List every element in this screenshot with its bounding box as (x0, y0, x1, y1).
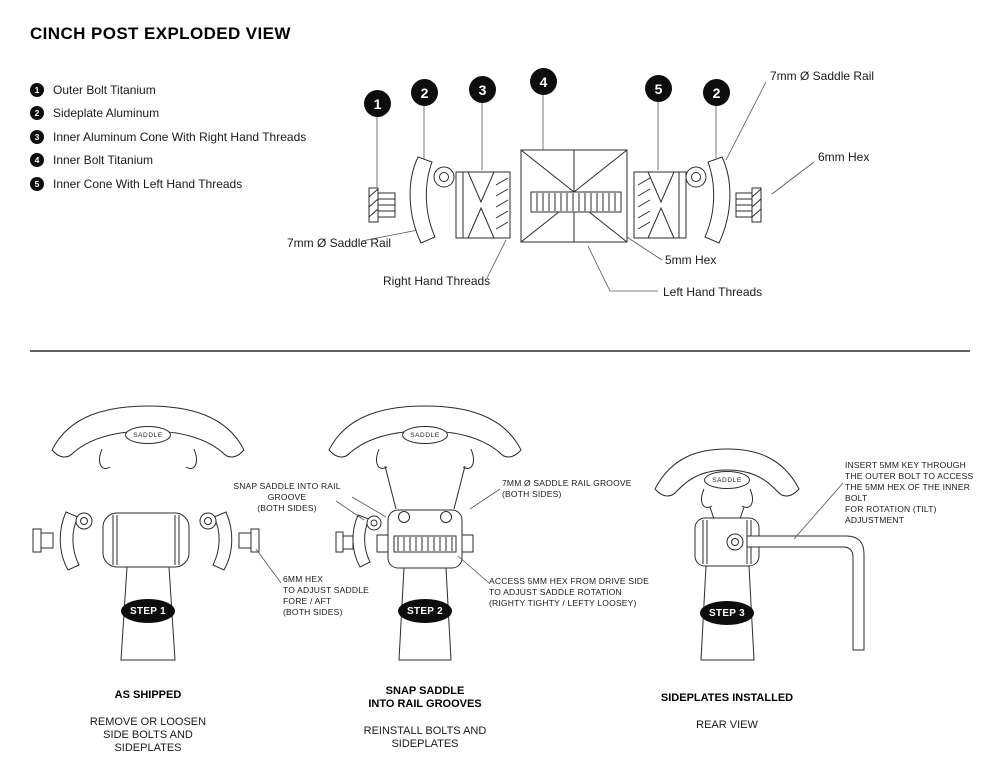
step1-badge: STEP 1 (121, 599, 175, 623)
label-leader-lines (361, 81, 815, 292)
step2-caption-title: SNAP SADDLE INTO RAIL GROOVES (368, 685, 482, 711)
legend-item: 5 Inner Cone With Left Hand Threads (30, 172, 306, 196)
label-6mm-hex: 6mm Hex (818, 150, 870, 164)
label-saddle-rail-top: 7mm Ø Saddle Rail (770, 69, 875, 83)
step3-caption-text: REAR VIEW (696, 718, 758, 731)
annotation-snap-saddle: SNAP SADDLE INTO RAIL GROOVE (BOTH SIDES… (233, 481, 341, 514)
saddle-label-step3: SADDLE (704, 471, 750, 489)
legend-label: Inner Cone With Left Hand Threads (53, 176, 243, 191)
annotation-rail-groove: 7MM Ø SADDLE RAIL GROOVE (BOTH SIDES) (502, 478, 632, 500)
legend-item: 4 Inner Bolt Titanium (30, 149, 306, 173)
balloon-leader-lines (376, 95, 717, 187)
legend-label: Inner Bolt Titanium (53, 153, 154, 168)
legend-item: 3 Inner Aluminum Cone With Right Hand Th… (30, 125, 306, 149)
step2-caption: SNAP SADDLE INTO RAIL GROOVES REINSTALL … (350, 672, 500, 764)
step3-badge: STEP 3 (700, 601, 754, 625)
legend-label: Sideplate Aluminum (53, 106, 160, 121)
part-outer-bolt-left (368, 187, 396, 223)
part-sideplate-left (409, 156, 455, 244)
legend-item: 1 Outer Bolt Titanium (30, 78, 306, 102)
annotation-access-5mm-hex: ACCESS 5MM HEX FROM DRIVE SIDE TO ADJUST… (489, 576, 649, 609)
step3-caption: SIDEPLATES INSTALLED REAR VIEW (637, 679, 817, 745)
part-balloon-4: 4 (530, 68, 557, 95)
step2-caption-text: REINSTALL BOLTS AND SIDEPLATES (363, 724, 487, 750)
legend-item: 2 Sideplate Aluminum (30, 102, 306, 126)
page-title: CINCH POST EXPLODED VIEW (30, 24, 291, 43)
part-balloon-5: 5 (645, 75, 672, 102)
part-outer-bolt-right (735, 187, 762, 223)
legend-number-badge: 2 (30, 106, 44, 121)
parts-legend: 1 Outer Bolt Titanium 2 Sideplate Alumin… (30, 78, 306, 196)
step3-drawing (654, 448, 865, 661)
part-balloon-2: 2 (411, 79, 438, 106)
label-right-hand-threads: Right Hand Threads (383, 274, 491, 288)
part-inner-cone-right-threads (455, 171, 511, 239)
saddle-label-step2: SADDLE (402, 426, 448, 444)
legend-number-badge: 4 (30, 153, 44, 168)
annotation-insert-5mm-key: INSERT 5MM KEY THROUGH THE OUTER BOLT TO… (845, 460, 974, 526)
annotation-6mm-hex: 6MM HEX TO ADJUST SADDLE FORE / AFT (BOT… (283, 574, 370, 618)
saddle-label-step1: SADDLE (125, 426, 171, 444)
step1-caption: AS SHIPPED REMOVE OR LOOSEN SIDE BOLTS A… (73, 676, 223, 768)
step3-caption-title: SIDEPLATES INSTALLED (660, 692, 794, 705)
legend-number-badge: 5 (30, 176, 44, 191)
part-balloon-1: 1 (364, 90, 391, 117)
allen-key (746, 535, 865, 651)
legend-number-badge: 3 (30, 129, 44, 144)
legend-number-badge: 1 (30, 82, 44, 97)
part-inner-cone-left-threads (633, 171, 687, 239)
step2-drawing (328, 405, 522, 661)
label-left-hand-threads: Left Hand Threads (663, 285, 763, 299)
legend-label: Outer Bolt Titanium (53, 82, 156, 97)
step1-caption-title: AS SHIPPED (114, 689, 182, 702)
part-balloon-2b: 2 (703, 79, 730, 106)
part-inner-bolt (520, 149, 628, 243)
annotation-leader-lines (255, 482, 844, 584)
step1-caption-text: REMOVE OR LOOSEN SIDE BOLTS AND SIDEPLAT… (89, 715, 207, 754)
legend-label: Inner Aluminum Cone With Right Hand Thre… (53, 129, 307, 144)
label-saddle-rail-bottom: 7mm Ø Saddle Rail (287, 236, 392, 250)
label-5mm-hex: 5mm Hex (665, 253, 717, 267)
step2-badge: STEP 2 (398, 599, 452, 623)
part-sideplate-right (685, 156, 731, 244)
part-balloon-3: 3 (469, 76, 496, 103)
